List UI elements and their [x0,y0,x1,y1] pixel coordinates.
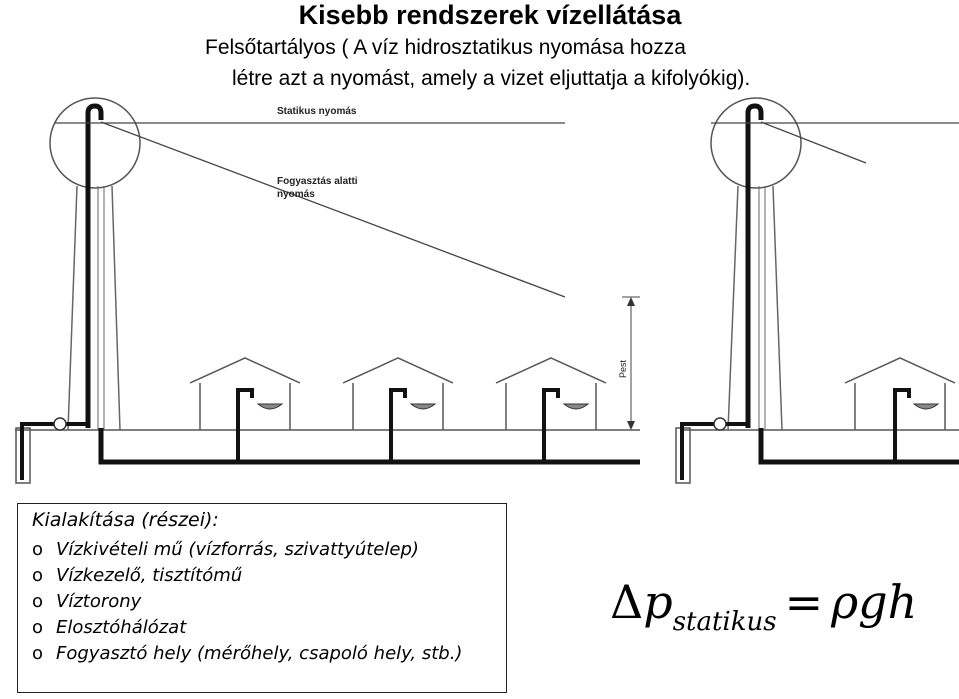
list-item-text: Elosztóhálózat [56,617,187,638]
sink [562,403,590,410]
list-item: o Elosztóhálózat [32,615,476,641]
list-item: o Vízkivételi mű (vízforrás, szivattyútel… [32,537,476,563]
formula-subscript: statikus [672,607,777,637]
formula-p: p [643,575,673,629]
bullet: o [32,643,44,664]
sink [912,403,940,410]
subtitle-line-1: Felsőtartályos ( A víz hidrosztatikus ny… [205,36,686,59]
parts-list: o Vízkivételi mű (vízforrás, szivattyútel… [32,537,476,667]
static-pressure-formula: Δpstatikus=ρgh [610,575,918,637]
well-right [675,417,959,484]
page-title: Kisebb rendszerek vízellátása [298,0,682,30]
static-pressure-label: Statikus nyomás [277,106,357,117]
dynamic-pressure-line-right [760,121,867,164]
house-4 [844,357,956,462]
distribution-pipe [98,428,640,465]
pump-symbol [53,417,67,431]
riser-pipe [745,103,764,428]
list-item-text: Fogyasztó hely (mérőhely, csapoló hely, … [56,643,463,664]
dynamic-pressure-label-1: Fogyasztás alatti [277,176,358,187]
house-3 [495,357,607,462]
house-2 [342,357,454,462]
parts-heading: Kialakítása (részei): [32,509,219,531]
tower-leg [67,185,78,431]
height-label: Pest [618,359,628,378]
house-1 [189,357,301,462]
well-left [15,417,88,484]
water-tower-right [710,97,959,431]
sink [256,403,284,410]
water-tower-left [49,97,141,431]
list-item-text: Vízkivételi mű (vízforrás, szivattyútele… [56,539,419,560]
tank-circle [710,97,802,189]
formula-delta: Δ [610,575,644,629]
sink [409,403,437,410]
distribution-pipe-right [758,428,959,465]
height-dimension: Pest [618,296,640,430]
bullet: o [32,617,44,638]
formula-rhs: ρgh [831,575,918,629]
tank-circle [49,97,141,189]
house-pipe [389,388,407,462]
bullet: o [32,591,44,612]
list-item-text: Vízkezelő, tisztítómű [56,565,243,586]
well-pipe [20,422,88,480]
list-item: o Víztorony [32,589,476,615]
dynamic-pressure-line [100,121,566,298]
bullet: o [32,539,44,560]
parts-box: Kialakítása (részei): o Vízkivételi mű (v… [17,503,507,693]
water-supply-diagram: Statikus nyomás Fogyasztás alatti nyomás [15,97,959,484]
list-item: o Vízkezelő, tisztítómű [32,563,476,589]
bullet: o [32,565,44,586]
house-pipe [893,388,911,462]
subtitle-line-2: létre azt a nyomást, amely a vizet eljut… [232,67,751,90]
house-pipe [236,388,254,462]
tower-leg [111,185,121,431]
riser-pipe [85,103,104,428]
formula-equals: = [784,575,824,629]
list-item: o Fogyasztó hely (mérőhely, csapoló hely,… [32,641,476,667]
well-pipe [680,422,748,480]
dynamic-pressure-label-2: nyomás [277,189,315,200]
pump-symbol [713,417,727,431]
house-pipe [542,388,560,462]
list-item-text: Víztorony [56,591,142,612]
